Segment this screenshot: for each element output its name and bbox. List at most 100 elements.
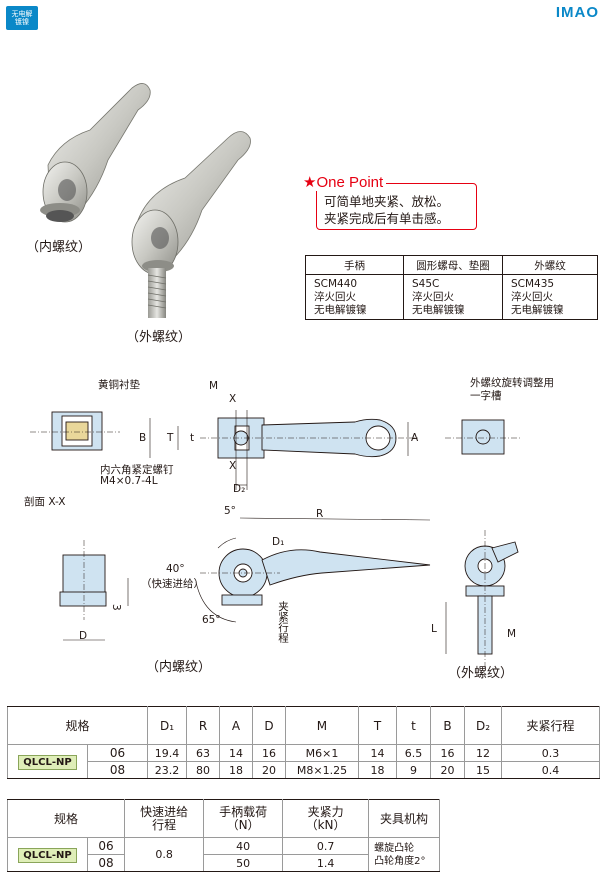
spec2-mechanism-line-1: 螺旋凸轮 bbox=[374, 842, 415, 854]
spec1-cell: 12 bbox=[463, 744, 502, 762]
spec-table-performance: 规格 快速进给 行程 手柄载荷 （N） 夹紧力 （kN） 夹具机构 QLCL-N… bbox=[6, 799, 440, 872]
dim-M-top: M bbox=[209, 380, 219, 392]
spec1-cell: 0.4 bbox=[500, 761, 601, 779]
spec1-cell: 9 bbox=[395, 761, 431, 779]
dim-B: B bbox=[139, 432, 147, 444]
label-quick-feed-angle: 40° bbox=[166, 563, 185, 575]
spec1-cell: 18 bbox=[218, 761, 253, 779]
spec1-header-A: A bbox=[218, 706, 253, 745]
spec1-cell: 20 bbox=[251, 761, 286, 779]
material-badge: 无电解 镀镍 bbox=[6, 6, 38, 30]
spec2-code-cell: QLCL-NP bbox=[7, 837, 88, 872]
spec2-clamp-force: 1.4 bbox=[282, 854, 370, 872]
spec1-cell: 16 bbox=[429, 744, 465, 762]
badge-line-1: 无电解 bbox=[11, 9, 33, 18]
one-point-box: 可简单地夹紧、放松。 夹紧完成后有单击感。 bbox=[316, 183, 477, 230]
spec2-header-handle-load: 手柄载荷 （N） bbox=[203, 799, 284, 838]
internal-clamp-photo bbox=[40, 83, 151, 223]
dim-D2: D₂ bbox=[233, 483, 246, 495]
drawing-label-internal: （内螺纹） bbox=[146, 660, 212, 675]
spec1-cell: 19.4 bbox=[146, 744, 187, 762]
spec1-header-M: M bbox=[284, 706, 359, 745]
spec1-cell: M8×1.25 bbox=[284, 761, 359, 779]
spec2-quick-feed: 0.8 bbox=[124, 837, 205, 872]
dim-R: R bbox=[316, 508, 324, 520]
spec2-header-size: 规格 bbox=[6, 799, 126, 838]
one-point-title: ★One Point bbox=[303, 173, 478, 191]
dim-3: 3 bbox=[110, 604, 122, 611]
one-point-line-2: 夹紧完成后有单击感。 bbox=[324, 211, 450, 226]
spec1-cell: 80 bbox=[185, 761, 220, 779]
material-header-nut: 圆形螺母、垫圈 bbox=[403, 255, 503, 275]
spec1-cell: 23.2 bbox=[146, 761, 187, 779]
spec1-size: 06 bbox=[87, 744, 148, 762]
spec2-clamp-force: 0.7 bbox=[282, 837, 370, 855]
spec2-handle-load: 40 bbox=[203, 837, 284, 855]
spec1-cell: 15 bbox=[463, 761, 502, 779]
spec1-header-R: R bbox=[185, 706, 220, 745]
spec2-handle-load: 50 bbox=[203, 854, 284, 872]
spec1-code-cell: QLCL-NP bbox=[7, 744, 88, 779]
spec1-code: QLCL-NP bbox=[18, 755, 77, 770]
label-slot-1: 外螺纹旋转调整用 bbox=[470, 377, 554, 389]
spec1-cell: M6×1 bbox=[284, 744, 359, 762]
table-row: 08 50 1.4 bbox=[8, 854, 440, 872]
table-row: 08 23.2 80 18 20 M8×1.25 18 9 20 15 0.4 bbox=[8, 761, 601, 779]
external-clamp-photo bbox=[131, 131, 251, 318]
spec2-size: 08 bbox=[86, 854, 126, 872]
photo-label-external: （外螺纹） bbox=[126, 330, 192, 345]
dim-T: T bbox=[167, 432, 174, 444]
dim-angle-65: 65° bbox=[202, 614, 221, 626]
spec2-size: 06 bbox=[86, 837, 126, 855]
label-clamp-stroke: 夹紧行程 bbox=[277, 601, 289, 643]
spec1-header-D: D bbox=[251, 706, 286, 745]
spec1-header-clamp-stroke: 夹紧行程 bbox=[500, 706, 601, 745]
spec1-header-D2: D₂ bbox=[463, 706, 502, 745]
dim-t: t bbox=[190, 432, 195, 444]
label-hex-screw-2: M4×0.7-4L bbox=[100, 475, 158, 487]
spec2-header-quick-feed: 快速进给 行程 bbox=[124, 799, 205, 838]
spec1-header-T: T bbox=[357, 706, 397, 745]
dim-L: L bbox=[431, 623, 437, 635]
spec2-mechanism-line-2: 凸轮角度2° bbox=[374, 855, 426, 867]
material-header-handle: 手柄 bbox=[305, 255, 404, 275]
spec1-cell: 16 bbox=[251, 744, 286, 762]
table-row: QLCL-NP 06 19.4 63 14 16 M6×1 14 6.5 16 … bbox=[7, 744, 601, 779]
badge-line-2: 镀镍 bbox=[15, 18, 29, 26]
spec1-cell: 20 bbox=[429, 761, 465, 779]
one-point-line-1: 可简单地夹紧、放松。 bbox=[324, 194, 450, 209]
product-photos bbox=[40, 83, 251, 318]
dim-angle-5: 5° bbox=[224, 505, 236, 517]
dim-X-bottom: X bbox=[229, 460, 237, 472]
spec1-header-size: 规格 bbox=[7, 706, 148, 745]
dim-A: A bbox=[411, 432, 419, 444]
label-quick-feed: （快速进给） bbox=[141, 578, 204, 590]
label-hex-screw-1: 内六角紧定螺钉 bbox=[100, 464, 174, 476]
spec1-header-t: t bbox=[395, 706, 431, 745]
brand-logo: IMAO bbox=[555, 4, 599, 21]
dim-D: D bbox=[79, 630, 88, 642]
spec1-cell: 6.5 bbox=[395, 744, 431, 762]
photo-label-internal: （内螺纹） bbox=[26, 240, 92, 255]
label-brass-pad: 黄铜衬垫 bbox=[98, 379, 140, 391]
spec1-header-B: B bbox=[429, 706, 465, 745]
spec-table-dimensions: 规格 D₁ R A D M T t B D₂ 夹紧行程 QLCL-NP 06 1… bbox=[7, 706, 601, 779]
spec1-cell: 63 bbox=[185, 744, 220, 762]
spec2-mechanism: 螺旋凸轮 凸轮角度2° bbox=[368, 837, 440, 872]
spec1-cell: 18 bbox=[357, 761, 397, 779]
table-row: QLCL-NP 06 0.8 40 0.7 螺旋凸轮 凸轮角度2° bbox=[7, 837, 440, 872]
spec2-header-mechanism: 夹具机构 bbox=[368, 799, 440, 838]
spec1-cell: 14 bbox=[357, 744, 397, 762]
spec2-header-clamp-force: 夹紧力 （kN） bbox=[282, 799, 370, 838]
label-slot-2: 一字槽 bbox=[470, 390, 502, 402]
dim-M-external: M bbox=[507, 628, 517, 640]
spec1-size: 08 bbox=[87, 761, 148, 779]
dim-X-top: X bbox=[229, 393, 237, 405]
material-header-thread: 外螺纹 bbox=[502, 255, 598, 275]
spec2-code: QLCL-NP bbox=[18, 848, 77, 863]
technical-drawing bbox=[30, 410, 520, 670]
